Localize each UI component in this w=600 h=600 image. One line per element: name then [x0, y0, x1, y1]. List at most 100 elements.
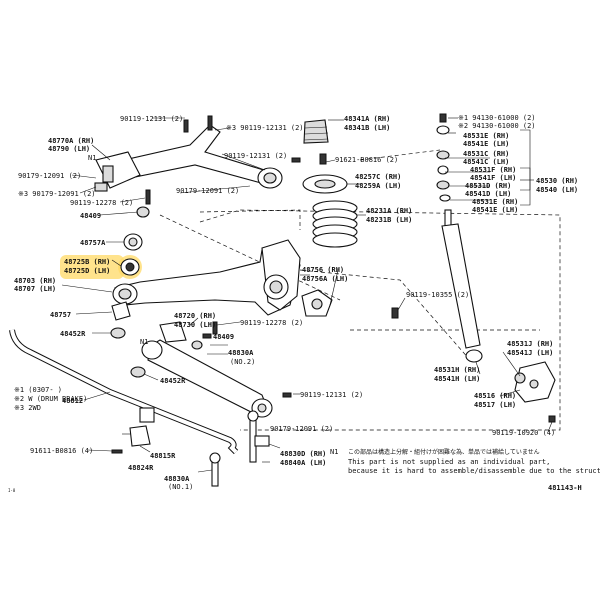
shock-lower-eye: [465, 349, 483, 363]
callout-56: 48531E (RH): [472, 198, 518, 206]
callout-45: 90119-10355 (2): [406, 291, 469, 299]
bushing-48725B-core: [125, 262, 135, 272]
callout-15: 48452R: [60, 330, 86, 338]
bump-stopper: [303, 119, 329, 144]
rod-bracket: [159, 321, 187, 343]
callout-64: 48516 (RH): [474, 392, 516, 400]
callout-8: 48409: [80, 212, 101, 220]
shock-bushing-J: [514, 372, 526, 384]
n1-note: N1 この部品は構造上分解・組付けが困難な為、単品では補給していません This…: [330, 448, 600, 475]
link-end: [254, 435, 270, 447]
callout-0: 90119-12131 (2): [120, 115, 183, 123]
callout-labels: 90119-12131 (2) ※3 90119-12131 (2) 48770…: [14, 114, 578, 491]
bushing-48452R-upper: [110, 327, 126, 339]
shock-cushion-1: [436, 150, 450, 160]
callout-62: 48531H (RH): [434, 366, 480, 374]
shock-nut-1: [439, 113, 447, 123]
callout-55: 48541D (LH): [465, 190, 511, 198]
callout-11: 48725D (LH): [64, 267, 110, 275]
callout-50: 48531C (RH): [463, 150, 509, 158]
callout-7: 90119-12278 (2): [70, 199, 133, 207]
callout-52: 48531F (RH): [470, 166, 516, 174]
callout-31: 48231A (RH): [366, 207, 412, 215]
callout-51: 48541C (LH): [463, 158, 509, 166]
callout-36: 48730 (LH): [174, 321, 216, 329]
dashed-guide: [159, 214, 341, 301]
callout-65: 48517 (LH): [474, 401, 516, 409]
carrier-hub-core: [269, 280, 283, 294]
callout-9: 48757A: [80, 239, 106, 247]
lower-arm-bushing-core: [118, 288, 132, 300]
callout-27: 48341B (LH): [344, 124, 390, 132]
stabilizer-bar-inner: [10, 329, 238, 454]
callout-24: 90119-12131 (2): [224, 152, 287, 160]
bushing-48452R-lower: [130, 366, 146, 378]
bushing-48409-lower: [191, 340, 203, 350]
shock-washer-1: [436, 125, 450, 135]
callout-60: 48531J (RH): [507, 340, 553, 348]
axle-carrier: [261, 239, 301, 311]
shock-cushion-2: [437, 165, 449, 175]
callout-3: 48790 (LH): [48, 145, 90, 153]
shock-rod: [444, 209, 452, 227]
rod-bolt: [202, 333, 212, 339]
stabilizer-bracket: [129, 425, 151, 447]
upper-arm-bushing: [102, 165, 114, 183]
callout-21: 48824R: [128, 464, 154, 472]
callout-32: 48231B (LH): [366, 216, 412, 224]
callout-13: 48707 (LH): [14, 285, 56, 293]
note-english-2: because it is hard to assemble/disassemb…: [348, 467, 600, 475]
callout-61: 48541J (LH): [507, 349, 553, 357]
callout-37: 90119-12278 (2): [240, 319, 303, 327]
rod-nut: [282, 392, 292, 398]
lateral-rod-inner-eye: [141, 340, 163, 360]
legend-3: ※3 2WD: [14, 404, 41, 412]
note-code: N1: [330, 448, 338, 456]
pad-48757: [111, 301, 131, 321]
callout-58: 48530 (RH): [536, 177, 578, 185]
bump-stopper-ribs: [303, 126, 329, 141]
spring-bolt: [319, 153, 327, 165]
callout-19: 91611-B0816 (4): [30, 447, 93, 455]
arm-nut: [291, 157, 301, 163]
callout-4: N1: [88, 154, 96, 162]
legend: ※1 (0307- ) ※2 W (DRUM BRAKE) ※3 2WD: [14, 386, 87, 412]
callout-12: 48703 (RH): [14, 277, 56, 285]
coil-spring: [312, 200, 358, 248]
callout-46: ※1 94130-61000 (2): [458, 114, 536, 122]
legend-1: ※1 (0307- ): [14, 386, 62, 394]
bushing-48409: [136, 206, 150, 218]
note-japanese: この部品は構造上分解・組付けが困難な為、単品では補給していません: [348, 448, 540, 456]
callout-20: 48815R: [150, 452, 176, 460]
bracket-bolt: [111, 449, 123, 454]
callout-10: 48725B (RH): [64, 258, 110, 266]
callout-26: 48341A (RH): [344, 115, 390, 123]
callout-40: (NO.2): [230, 358, 255, 366]
callout-18: 48812: [62, 397, 83, 405]
callout-48: 48531E (RH): [463, 132, 509, 140]
callout-43: 48830D (RH): [280, 450, 326, 458]
stabilizer-bushing: [139, 407, 155, 423]
shock-body: [441, 223, 481, 349]
corner-mark: I-8: [8, 488, 16, 493]
callout-14: 48757: [50, 311, 71, 319]
callout-2: 48770A (RH): [48, 137, 94, 145]
callout-5: 90179-12091 (2): [18, 172, 81, 180]
lower-spring-seat-hole: [311, 298, 323, 310]
upper-spring-insulator-center: [314, 179, 336, 189]
dashed-guide: [299, 269, 471, 361]
callout-25: 90179-12091 (2): [176, 187, 239, 195]
callout-59: 48540 (LH): [536, 186, 578, 194]
arm-bolt: [145, 189, 151, 205]
shock-cushion-3: [436, 180, 450, 190]
callout-35: 48720 (RH): [174, 312, 216, 320]
callout-22: 48830A: [164, 475, 190, 483]
callout-6: ※3 90179-12091 (2): [18, 190, 96, 198]
shock-bracket-hole: [529, 379, 539, 389]
callout-57: 48541E (LH): [472, 206, 518, 214]
callout-54: 48531D (RH): [465, 182, 511, 190]
callout-17: 48452R: [160, 377, 186, 385]
callout-47: ※2 94130-61000 (2): [458, 122, 536, 130]
